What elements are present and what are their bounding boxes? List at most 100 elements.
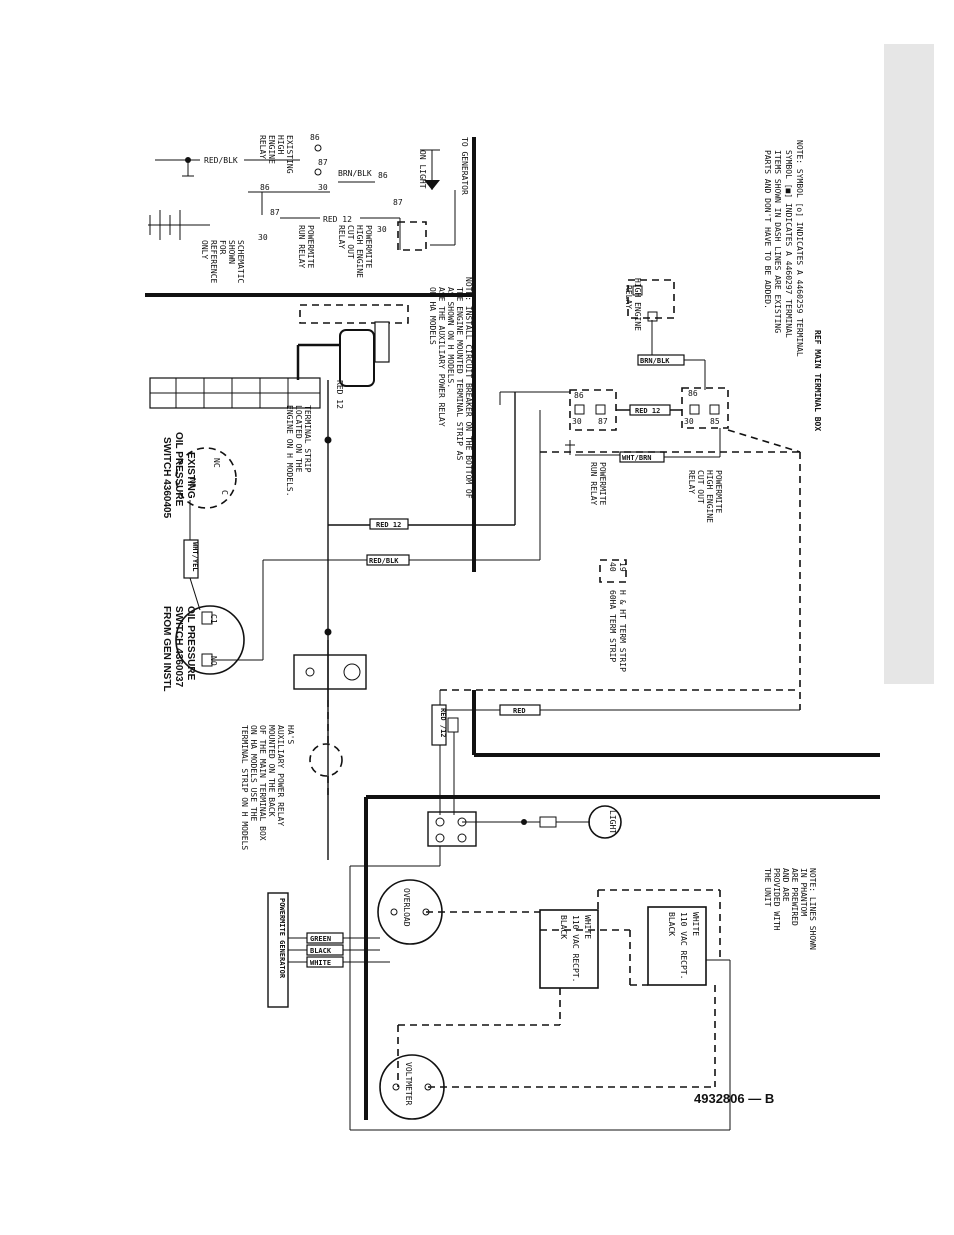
pin-87-b: 87 [393,198,403,207]
output-panel: OVERLOAD VOLTMETER WHITE 110 VAC RECPT. … [267,846,731,1131]
wire-tag-wht-yel: WHT/YEL [191,542,199,572]
left-run-relay-label-1: POWERMITE [306,225,315,269]
recept-1-white: WHITE [583,915,592,939]
to-generator-label: TO GENERATOR [460,137,469,195]
oil-switch-label-2: SWITCH 4360037 [173,606,184,688]
existing-relay-label-2: HIGH [276,135,285,154]
breaker-note-5: ON HA MODELS [428,287,437,345]
reference-schematic: TO GENERATOR ON LIGHT EXISTING HIGH ENGI… [148,133,469,284]
light-label: LIGHT [608,810,617,834]
run-relay-label-2: RUN RELAY [589,462,598,506]
oil-switch-label-1: OIL PRESSURE [185,606,196,681]
switch-c1: C1 [209,614,218,624]
note-symbol-line-1: NOTE: SYMBOL [o] INDICATES A 4460259 TER… [795,140,804,357]
phantom-note-6: THE UNIT [763,868,772,907]
left-cutout-relay-label-2: HIGH ENGINE [355,225,364,278]
existing-relay-label-4: RELAY [258,135,267,159]
cutout-relay-pin-86: 86 [688,389,698,398]
on-light-label: ON LIGHT [418,150,427,189]
note-dash-line-1: ITEMS SHOWN IN DASH LINES ARE EXISTING [773,150,782,333]
schematic-label-5: ONLY [200,240,209,259]
wire-label-red12-strip: RED 12 [335,380,344,409]
terminal-strip-label-2: LOCATED ON THE [294,405,303,473]
wire-label-brn-blk-top: BRN/BLK [338,169,372,178]
breaker-note-3: AS SHOWN ON H MODELS. [446,287,455,388]
pin-87-c: 87 [270,208,280,217]
wire-tag-white: WHITE [310,959,331,967]
left-cutout-relay-label-1: POWERMITE [364,225,373,269]
breaker-note-2: THE ENGINE MOUNTED TERMINAL STRIP AS [455,287,464,461]
switch-no: NO [188,478,197,488]
terminal-strip-block [149,377,321,409]
recept-1-black: BLACK [559,915,568,939]
pin-30-a: 30 [318,183,328,192]
cutout-relay-label-3: CUT OUT [696,470,705,504]
high-engine-relay-label-2: RELAY [624,285,633,309]
recept-1-label: 110 VAC RECPT. [571,915,580,982]
cutout-relay-pin-30: 30 [684,417,694,426]
part-number: 4932806 — B [694,1091,774,1106]
terminal-strip-label-3: ENGINE ON H MODELS. [285,405,294,497]
phantom-note-5: PROVIDED WITH [772,868,781,931]
aux-note-5: TERMINAL STRIP ON H MODELS [240,725,249,850]
existing-switch-label-2: OIL PRESSURE [173,432,184,507]
phantom-note-4: AND ARE [781,868,790,902]
recept-2-white: WHITE [691,912,700,936]
left-cutout-relay-label-4: RELAY [337,225,346,249]
pin-86-c: 86 [260,183,270,192]
phantom-note-1: NOTE: LINES SHOWN [808,868,817,950]
wire-tag-red: RED [513,707,526,715]
ha-label: HA'S [286,725,295,744]
high-engine-relay: HIGH ENGINE RELAY [624,278,675,331]
wire-tag-brn-blk: BRN/BLK [640,357,670,365]
h-ht-term-strip: H & HT TERM STRIP [618,590,627,672]
terminal-strip-label-1: TERMINAL STRIP [303,405,312,473]
generator-label: POWERMITE GENERATOR [278,898,286,979]
wire-tag-red-blk: RED/BLK [369,557,399,565]
existing-switch-label-1: EXISTING [185,452,196,499]
cutout-relay-pin-85: 85 [710,417,720,426]
pin-86-b: 86 [378,171,388,180]
overload-label: OVERLOAD [402,888,411,927]
breaker-note-1: NOTE: INSTALL CIRCUIT BREAKER ON THE BOT… [464,277,473,499]
schematic-label-4: REFERENCE [209,240,218,284]
wire-tag-red-slash-12: RED /12 [439,708,447,738]
existing-switch-label-3: SWITCH 4360405 [161,437,172,519]
existing-relay-label-1: EXISTING [285,135,294,174]
switch-no2: NO [209,656,218,666]
recept-2-label: 110 VAC RECPT. [679,912,688,979]
aux-note-2: MOUNTED ON THE BACK [267,725,276,817]
phantom-note: NOTE: LINES SHOWN IN PHANTOM ARE PREWIRE… [763,868,817,950]
high-engine-relay-label-1: HIGH ENGINE [633,278,642,331]
cutout-relay-label-4: RELAY [687,470,696,494]
pin-86-a: 86 [310,133,320,142]
switch-c: C [220,490,229,495]
schematic-label-3: FOR [218,240,227,255]
auxiliary-relay: HA'S AUXILIARY POWER RELAY MOUNTED ON TH… [240,640,367,850]
voltmeter-label: VOLTMETER [404,1062,413,1106]
term-19: 19 [618,562,627,572]
aux-note-3: OF THE MAIN TERMINAL BOX [258,725,267,841]
aux-note-1: AUXILIARY POWER RELAY [276,725,285,826]
pin-30-b: 30 [377,225,387,234]
run-relay-pin-86: 86 [574,391,584,400]
switch-nc: NC [212,458,221,468]
note-symbol-line-2: SYMBOL [■] INDICATES A 4460297 TERMINAL [784,150,793,338]
pin-30-c: 30 [258,233,268,242]
pin-87-a: 87 [318,158,328,167]
schematic-label-2: SHOWN [227,240,236,264]
run-relay-pin-87: 87 [598,417,608,426]
wire-label-red12-top: RED 12 [323,215,352,224]
run-relay: 86 30 87 POWERMITE RUN RELAY [569,389,617,506]
light-circuit: RED RED /12 LIGHT [427,689,800,847]
phantom-note-3: ARE PREWIRED [790,868,799,926]
wire-tag-green: GREEN [310,935,331,943]
left-run-relay-label-2: RUN RELAY [297,225,306,269]
run-relay-label-1: POWERMITE [598,462,607,506]
relay-cluster: HIGH ENGINE RELAY BRN/BLK 86 30 85 POWER… [262,278,801,710]
recept-2-black: BLACK [667,912,676,936]
cutout-relay: 86 30 85 POWERMITE HIGH ENGINE CUT OUT R… [681,387,729,523]
oil-switch-label-3: FROM GEN INSTL [161,606,172,692]
left-cutout-relay-label-3: CUT OUT [346,225,355,259]
